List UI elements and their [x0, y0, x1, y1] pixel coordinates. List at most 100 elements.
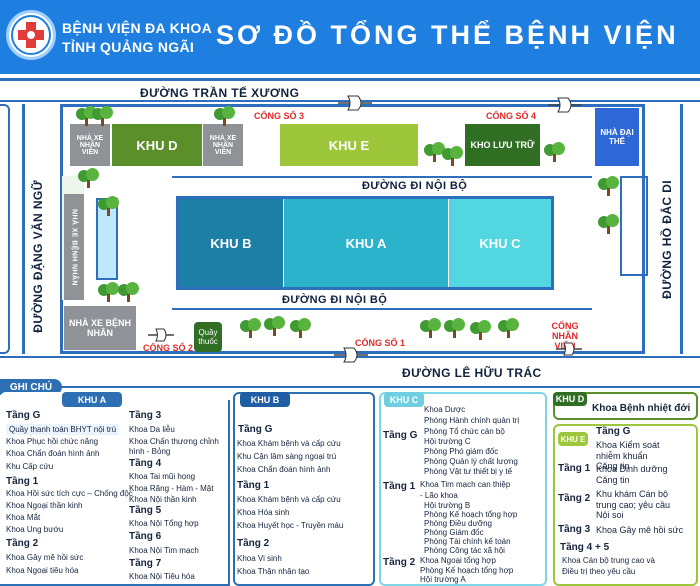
road-right-line [680, 104, 683, 354]
khu-c-t1-item: Phòng Tài chính kế toán [424, 537, 511, 546]
khu-a-t4-item: Khoa Răng - Hàm - Mặt [129, 484, 214, 493]
khu-a-t1-item: Khoa Mắt [6, 513, 41, 522]
tree-icon [442, 146, 464, 166]
legend-tab-khu-d: KHU D [553, 392, 587, 406]
khu-b-t1-item: Khoa Khám bệnh và cấp cứu [237, 495, 341, 504]
khu-a-g-item: Quầy thanh toán BHYT nội trú [6, 424, 120, 436]
tree-icon [214, 106, 236, 126]
khu-a-floor-3: Tầng 3 [129, 410, 162, 421]
khu-e-g-item: Khoa Kiểm soát [596, 440, 660, 450]
legend-tab-khu-c: KHU C [384, 392, 424, 407]
legend-tab-khu-e: KHU E [558, 432, 588, 446]
khu-e-g-item: Căng tin [596, 461, 630, 471]
building-funeral-house: NHÀ ĐẠI THỂ [595, 108, 639, 166]
gate-1-label: CỔNG SỐ 1 [355, 338, 406, 348]
khu-b-t2-item: Khoa Thận nhân tạo [237, 567, 310, 576]
khu-a-t7-item: Khoa Nội Tiêu hóa [129, 572, 195, 581]
khu-a-floor-7: Tầng 7 [129, 558, 162, 569]
khu-a-g-item: Khoa Chẩn đoán hình ảnh [6, 449, 100, 458]
tree-icon [98, 196, 120, 216]
khu-c-t1-item: Phòng Giám đốc [424, 528, 484, 537]
khu-a-frame [0, 400, 230, 586]
tree-icon [498, 318, 520, 338]
tree-icon [118, 282, 140, 302]
khu-c-floor-g: Tầng G [383, 430, 418, 441]
legend-tab-khu-a: KHU A [62, 392, 122, 407]
legend-panel-khu-c [379, 392, 547, 586]
khu-a-floor-2: Tầng 2 [6, 538, 39, 549]
right-lot [620, 176, 648, 276]
khu-e-t1-item: Căng tin [596, 475, 630, 485]
khu-c-g-item: Phòng Vật tư thiết bị y tế [424, 467, 513, 476]
building-khu-e: KHU E [280, 124, 418, 166]
khu-a-floor-4: Tầng 4 [129, 458, 162, 469]
khu-e-floor-2: Tầng 2 [558, 493, 591, 504]
building-pharmacy: Quầy thuốc [194, 322, 222, 352]
khu-a-g-item: Khu Cấp cứu [6, 462, 54, 471]
khu-c-g-item: Phòng Hành chính quản trị [424, 416, 520, 425]
internal-road-bottom [172, 308, 592, 310]
khu-b-floor-2: Tầng 2 [237, 538, 270, 549]
khu-b-g-item: Khu Cận lâm sàng ngoại trú [237, 452, 337, 461]
khu-a-t5-item: Khoa Nội Tổng hợp [129, 519, 199, 528]
tree-icon [78, 168, 100, 188]
khu-e-t2-item: trung cao; yêu cầu [596, 500, 671, 510]
khu-e-t1-item: Khoa Dinh dưỡng [596, 464, 668, 474]
gate-3-barrier-icon [338, 94, 372, 117]
building-archive: KHO LƯU TRỮ [465, 124, 540, 166]
gate-3-label: CỔNG SỐ 3 [254, 111, 305, 121]
tree-icon [420, 318, 442, 338]
gate-staff-barrier-icon [556, 342, 582, 361]
legend-tab-khu-b: KHU B [240, 392, 290, 407]
khu-d-item: Khoa Bệnh nhiệt đới [592, 403, 691, 414]
khu-e-t3-item: Khoa Gây mê hồi sức [596, 525, 684, 535]
gate-4-label: CỔNG SỐ 4 [486, 111, 537, 121]
khu-b-floor-1: Tầng 1 [237, 480, 270, 491]
khu-c-g-item: Hội trường C [424, 437, 471, 446]
khu-a-t6-item: Khoa Nội Tim mạch [129, 546, 199, 555]
khu-a-t2-item: Khoa Ngoại tiêu hóa [6, 566, 79, 575]
khu-e-t2-item: Nội soi [596, 510, 624, 520]
khu-a-t4-item: Khoa Nội thần kinh [129, 495, 197, 504]
header-banner [0, 0, 700, 74]
road-left-edge [0, 104, 10, 354]
building-staff-parking-right: NHÀ XE NHÂN VIÊN [203, 124, 243, 166]
patient-parking-vertical-label: NHÀ XE BỆNH NHÂN [70, 208, 78, 286]
gate-2-barrier-icon [148, 328, 174, 347]
khu-c-t1-item: - Lão khoa [420, 491, 458, 500]
khu-a-t3-item: hình - Bỏng [129, 447, 171, 456]
khu-a-t1-item: Khoa Ung bướu [6, 525, 64, 534]
khu-b-t1-item: Khoa Huyết học - Truyền máu [237, 521, 344, 530]
legend-label: GHI CHÚ [0, 379, 62, 395]
khu-e-t45-item: Khoa Cán bộ trung cao và [562, 556, 655, 565]
legend-divider [62, 386, 700, 388]
khu-b-t2-item: Khoa Vi sinh [237, 554, 282, 563]
hospital-logo [6, 10, 56, 60]
khu-b-g-item: Khoa Chẩn đoán hình ảnh [237, 465, 331, 474]
khu-e-g-item: nhiễm khuẩn [596, 451, 648, 461]
gate-2-label: CỔNG SỐ 2 [143, 343, 194, 353]
khu-a-g-item: Khoa Phục hồi chức năng [6, 437, 99, 446]
khu-e-floor-45: Tầng 4 + 5 [560, 542, 610, 553]
building-khu-d: KHU D [112, 124, 202, 166]
building-khu-c: KHU C [449, 199, 551, 287]
building-patient-parking-vertical: NHÀ XE BỆNH NHÂN [64, 194, 84, 300]
page-title: SƠ ĐỒ TỔNG THỂ BỆNH VIỆN [216, 20, 679, 50]
tree-icon [240, 318, 262, 338]
khu-c-t2-item: Hội trường A [420, 575, 466, 584]
building-staff-parking-left: NHÀ XE NHÂN VIÊN [70, 124, 110, 166]
khu-b-floor-g: Tầng G [238, 424, 273, 435]
khu-e-t45-item: Điều trị theo yêu cầu [562, 567, 636, 576]
khu-c-floor-2: Tầng 2 [383, 557, 416, 568]
internal-road-label-top: ĐƯỜNG ĐI NỘI BỘ [362, 180, 468, 192]
khu-a-floor-6: Tầng 6 [129, 531, 162, 542]
khu-a-floor-1: Tầng 1 [6, 476, 39, 487]
khu-b-t1-item: Khoa Hóa sinh [237, 508, 290, 517]
building-patient-parking: NHÀ XE BỆNH NHÂN [64, 306, 136, 350]
hospital-name-line1: BỆNH VIỆN ĐA KHOA [62, 20, 213, 36]
khu-a-t3-item: Khoa Chấn thương chỉnh [129, 437, 219, 446]
khu-a-t4-item: Khoa Tai mũi họng [129, 472, 196, 481]
main-block-frame [176, 196, 554, 290]
khu-e-t2-item: Khu khám Cán bộ [596, 489, 669, 499]
tree-icon [92, 106, 114, 126]
